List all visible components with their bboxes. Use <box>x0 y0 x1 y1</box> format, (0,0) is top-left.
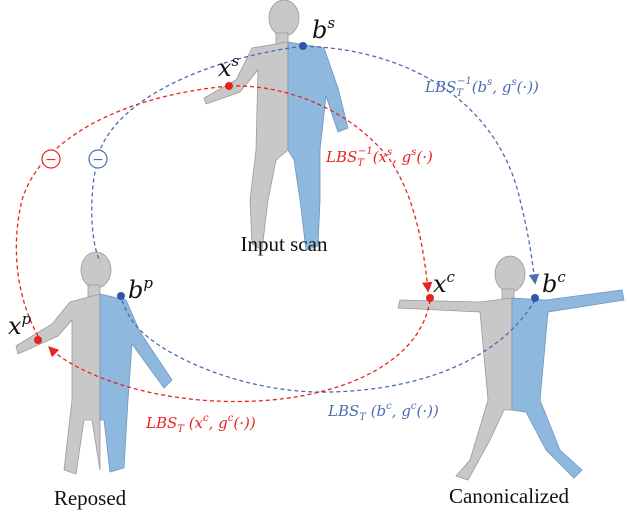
input-scan-figure <box>203 0 349 251</box>
blue-cycle-path <box>91 45 540 393</box>
minus-blue: − <box>88 149 108 169</box>
caption-reposed: Reposed <box>54 486 127 510</box>
red-cycle-path <box>15 85 433 403</box>
label-b-c: bc <box>542 268 566 298</box>
formula-forward-blue: LBST (bc, gc(·)) <box>327 401 439 423</box>
formula-inverse-red: LBST−1(xs, gs(·) <box>325 146 433 169</box>
formula-inverse-blue: LBST−1(bs, gs(·)) <box>424 76 539 99</box>
minus-red-label: − <box>45 152 57 168</box>
minus-red: − <box>41 149 61 169</box>
caption-input-scan: Input scan <box>241 232 328 256</box>
minus-blue-label: − <box>92 152 104 168</box>
label-x-c: xc <box>433 268 456 298</box>
formula-forward-red: LBST (xc, gc(·)) <box>145 413 256 435</box>
label-x-p: xp <box>8 310 32 340</box>
point-markers <box>34 42 539 344</box>
caption-canonicalized: Canonicalized <box>449 484 570 508</box>
label-x-s: xs <box>218 52 240 82</box>
label-b-p: bp <box>128 274 153 304</box>
label-b-s: bs <box>312 14 335 44</box>
canonicalized-figure <box>397 255 625 481</box>
